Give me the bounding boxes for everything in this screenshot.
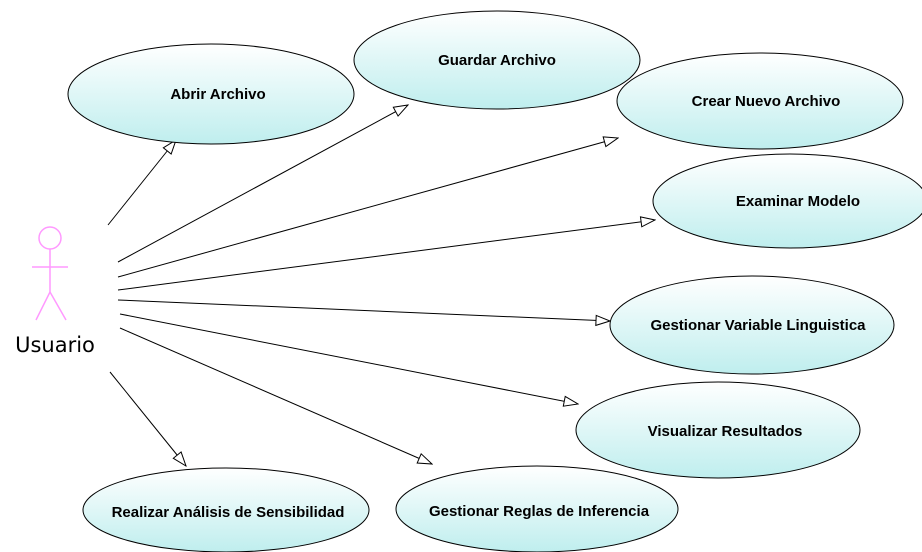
use-case-abrir-archivo[interactable]: Abrir Archivo <box>67 43 355 145</box>
association-examinar-modelo <box>117 220 655 291</box>
use-case-guardar-archivo[interactable]: Guardar Archivo <box>353 10 641 110</box>
use-case-label: Visualizar Resultados <box>648 423 803 440</box>
use-case-gestionar-reglas-de-inferencia[interactable]: Gestionar Reglas de Inferencia <box>395 465 679 552</box>
association-crear-nuevo-archivo <box>117 138 618 278</box>
association-guardar-archivo <box>117 105 408 263</box>
association-gestionar-reglas <box>119 327 432 464</box>
use-case-label: Crear Nuevo Archivo <box>692 93 841 110</box>
stick-figure-icon <box>32 226 68 321</box>
association-gestionar-variable <box>117 299 610 321</box>
use-case-examinar-modelo[interactable]: Examinar Modelo <box>652 153 922 249</box>
association-realizar-analisis <box>109 371 186 466</box>
association-visualizar-resultados <box>119 313 578 404</box>
use-case-crear-nuevo-archivo[interactable]: Crear Nuevo Archivo <box>616 52 904 150</box>
use-case-visualizar-resultados[interactable]: Visualizar Resultados <box>575 381 861 479</box>
use-case-label: Gestionar Variable Linguistica <box>650 317 866 334</box>
use-case-label: Gestionar Reglas de Inferencia <box>429 503 650 520</box>
actor-usuario: Usuario <box>15 226 95 357</box>
use-case-label: Realizar Análisis de Sensibilidad <box>112 504 345 521</box>
use-case-label: Guardar Archivo <box>438 52 556 69</box>
use-case-label: Abrir Archivo <box>170 86 265 103</box>
association-abrir-archivo <box>107 140 176 226</box>
use-case-label: Examinar Modelo <box>736 193 860 210</box>
use-case-gestionar-variable-linguistica[interactable]: Gestionar Variable Linguistica <box>609 275 895 375</box>
associations <box>107 105 655 466</box>
actor-name: Usuario <box>15 333 95 357</box>
use-case-realizar-analisis-de-sensibilidad[interactable]: Realizar Análisis de Sensibilidad <box>82 467 370 552</box>
